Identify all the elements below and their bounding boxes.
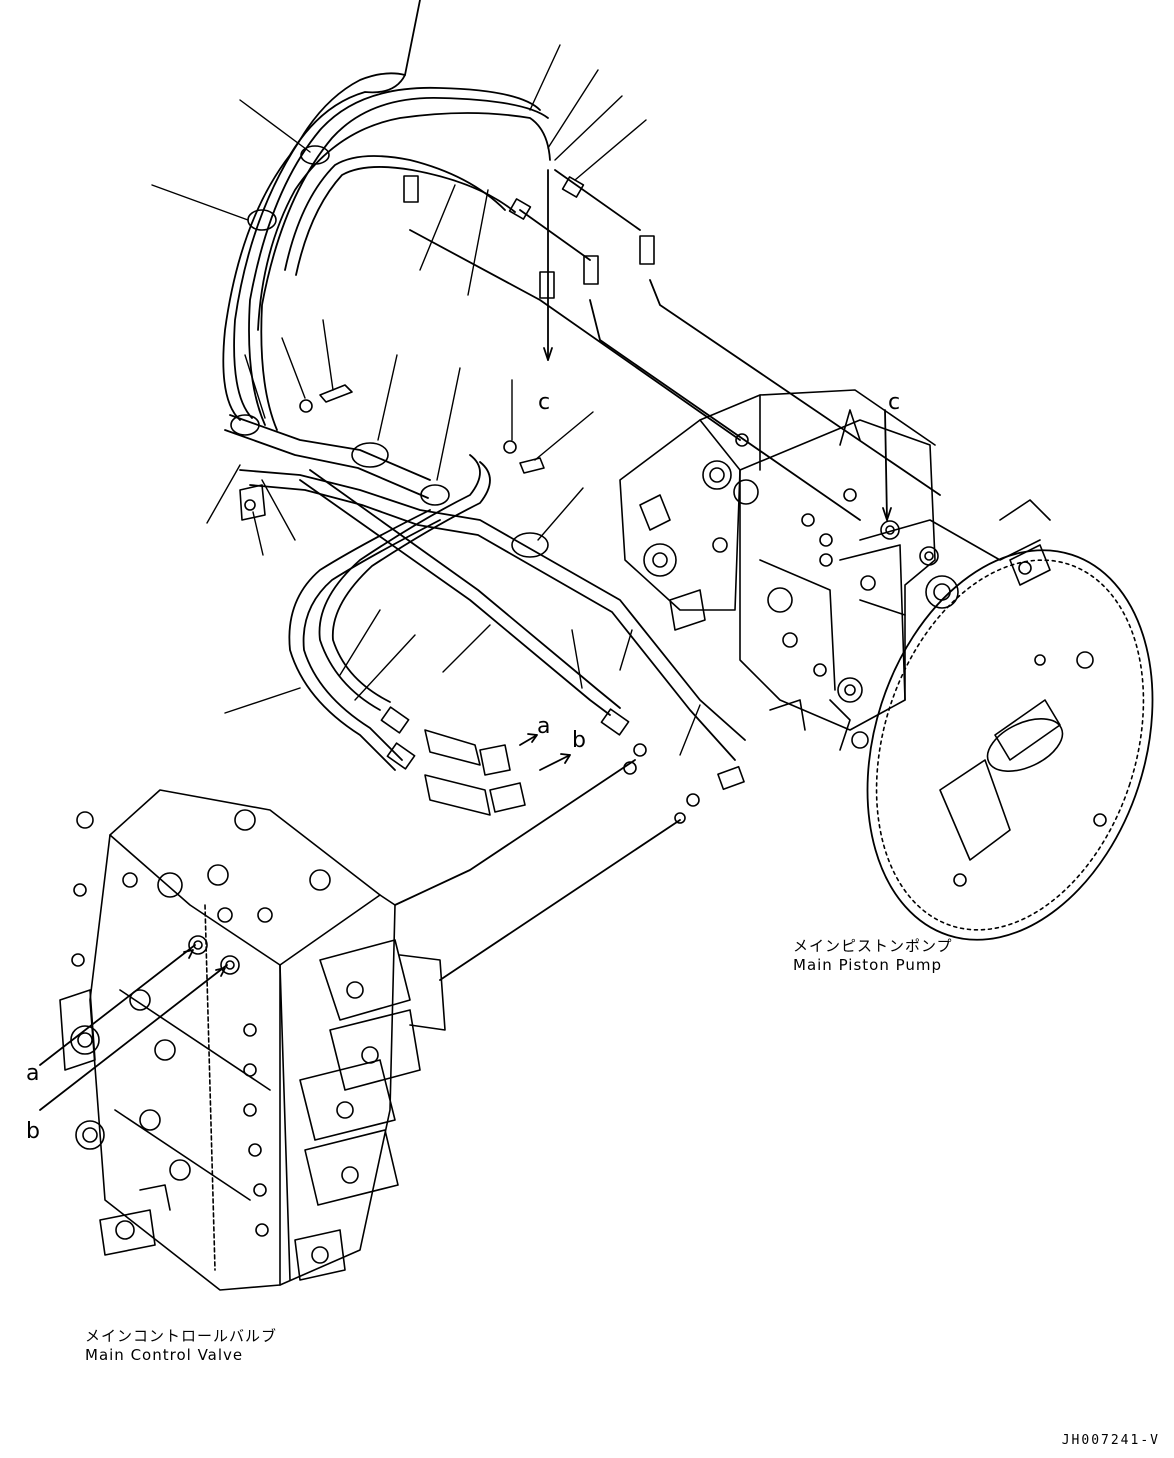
valve-caption-en: Main Control Valve xyxy=(85,1346,244,1364)
valve-caption: メインコントロールバルブ Main Control Valve xyxy=(85,1327,277,1365)
fittings-and-clamps xyxy=(230,145,745,824)
label-a-fitting: a xyxy=(537,714,551,739)
pump-caption-en: Main Piston Pump xyxy=(793,956,943,974)
label-c-arrow: c xyxy=(538,390,551,415)
main-piston-pump xyxy=(619,389,1154,941)
label-b-valve-port: b xyxy=(26,1119,40,1144)
valve-caption-jp: メインコントロールバルブ xyxy=(85,1327,278,1345)
label-b-fitting: b xyxy=(572,728,586,753)
drawing-id: JH007241-V xyxy=(1061,1433,1160,1448)
pump-caption-jp: メインピストンポンプ xyxy=(793,937,953,955)
main-control-valve xyxy=(59,789,446,1291)
label-c-pump-port: c xyxy=(888,390,901,415)
hose-bundle xyxy=(39,0,941,1111)
label-a-valve-port: a xyxy=(26,1061,40,1086)
pump-caption: メインピストンポンプ Main Piston Pump xyxy=(793,937,953,975)
leader-lines xyxy=(151,44,701,756)
